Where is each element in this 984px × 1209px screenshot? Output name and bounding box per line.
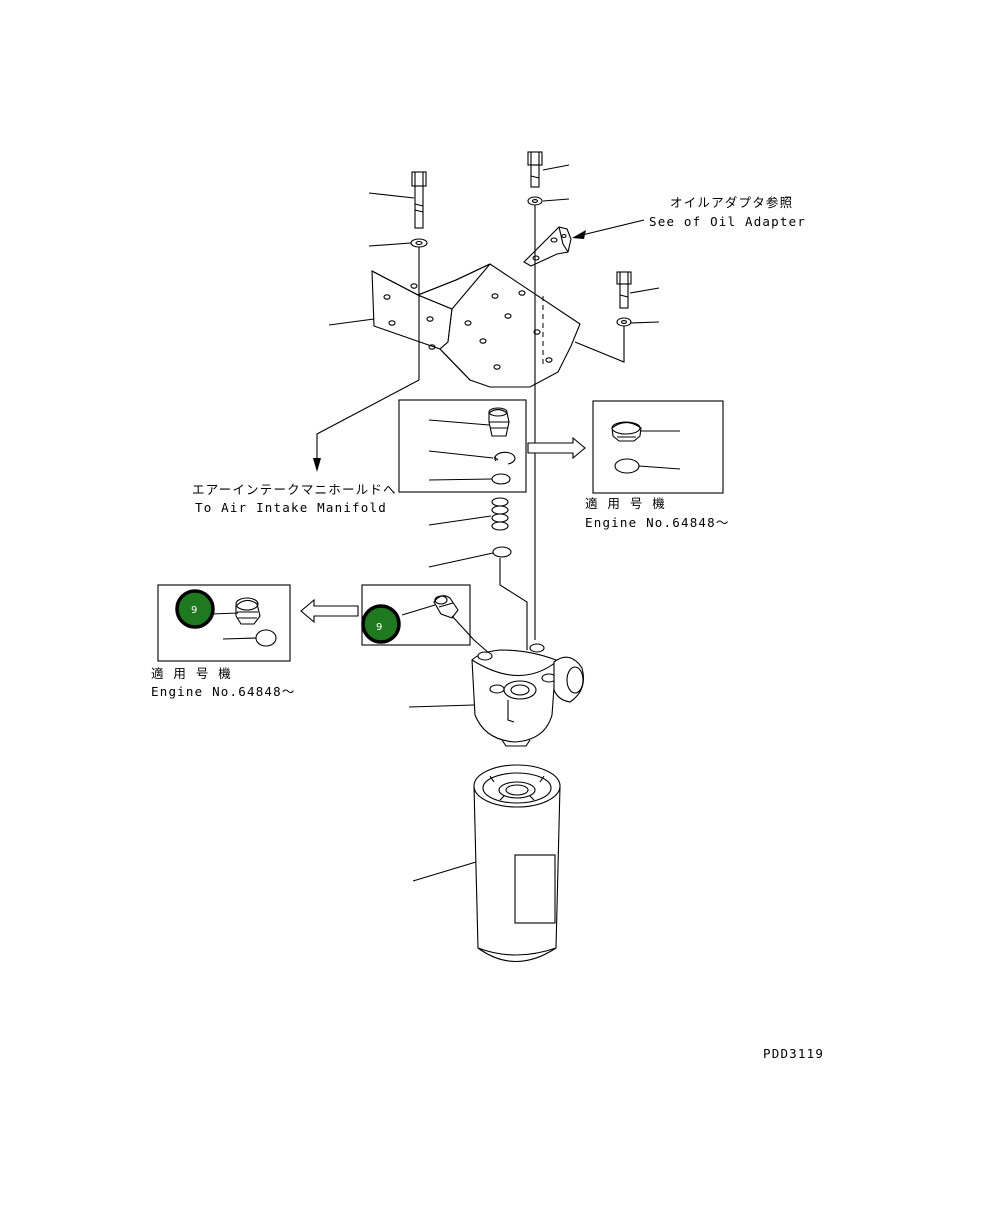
leader-filter-head [408,704,475,708]
badge-left-number: 9 [191,605,197,616]
intake-route-line [316,379,420,460]
leader-washer-left [368,242,412,247]
leader-snap-ring [428,450,494,459]
note-oil-adapter-jp: オイルアダプタ参照 [670,195,793,210]
leader-oil-adapter [577,219,645,237]
filter-head [471,643,585,747]
drawing-code: PDD3119 [763,1046,824,1061]
leader-washer-center [542,198,570,202]
washer-left [410,238,428,248]
bolt-right [616,271,632,309]
leader-bolt-center [542,164,570,171]
note-applicable-right-jp: 適 用 号 機 [585,496,666,511]
inset-box-right [592,400,724,494]
arrow-head-intake [313,458,321,472]
leader-plug-middle [401,604,436,616]
note-intake-en: To Air Intake Manifold [195,500,387,515]
filter-cartridge [473,764,561,963]
leader-washer-right [629,321,660,324]
snap-ring [493,451,516,465]
o-ring-right [614,458,640,474]
inset-box-center [398,399,527,493]
plug-left [235,597,261,625]
bolt-center [527,151,543,188]
o-ring-left [255,629,277,647]
mount-line-right [574,326,625,363]
plug-right [611,421,642,442]
leader-filter-cartridge [412,861,477,882]
plug-middle [433,595,459,619]
hollow-arrow-right [527,436,586,460]
badge-center: 9 [361,604,401,644]
inset-box-left [157,584,291,662]
leader-valve-disc [428,552,494,568]
note-oil-adapter-en: See of Oil Adapter [649,214,806,229]
o-ring-center [491,473,511,485]
assembly-line [499,558,528,650]
badge-left: 9 [175,589,215,629]
leader-plug-left [211,612,239,615]
inset-box-middle [361,584,471,646]
leader-bolt-right [629,287,660,294]
leader-main-bracket [328,318,375,326]
arrow-head-oil-adapter [572,230,586,239]
leader-o-ring-center [428,478,493,481]
valve-disc [492,546,512,558]
main-bracket [371,263,581,388]
leader-o-ring-left [222,637,257,640]
leader-bolt-left [368,192,415,199]
washer-right [616,317,632,327]
leader-valve-plug [428,419,490,426]
assembly-line-middle [451,615,491,655]
washer-center [527,196,543,206]
spring [491,497,509,531]
leader-spring [428,515,492,526]
hollow-arrow-left [300,598,359,624]
small-bracket [523,226,572,267]
badge-center-number: 9 [376,622,382,633]
note-applicable-left-jp: 適 用 号 機 [151,666,232,681]
valve-plug [488,407,510,437]
leader-o-ring-right [638,465,681,470]
note-applicable-right-en: Engine No.64848～ [585,515,730,530]
note-applicable-left-en: Engine No.64848～ [151,684,296,699]
bolt-left [411,171,427,229]
note-intake-jp: エアーインテークマニホールドへ [192,482,397,497]
